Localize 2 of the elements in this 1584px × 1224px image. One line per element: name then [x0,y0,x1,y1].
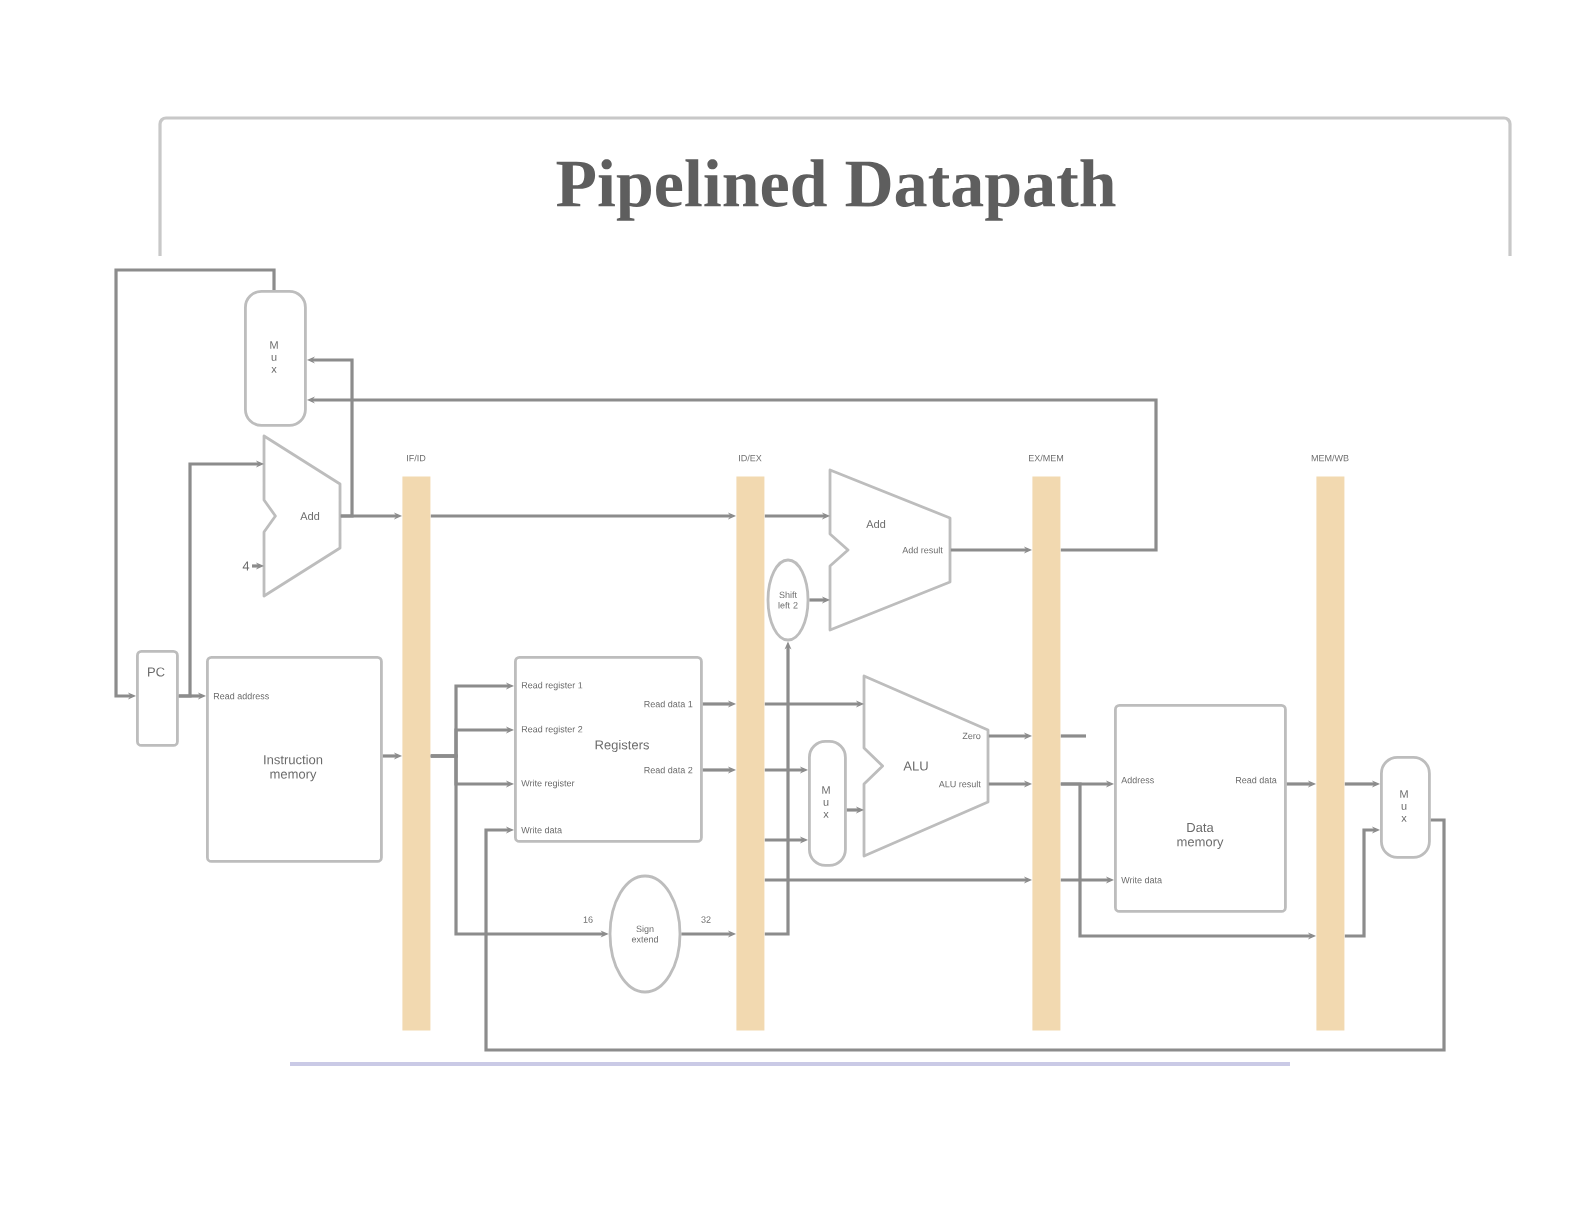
title: Pipelined Datapath [556,159,1116,221]
arrow [484,818,1446,1052]
